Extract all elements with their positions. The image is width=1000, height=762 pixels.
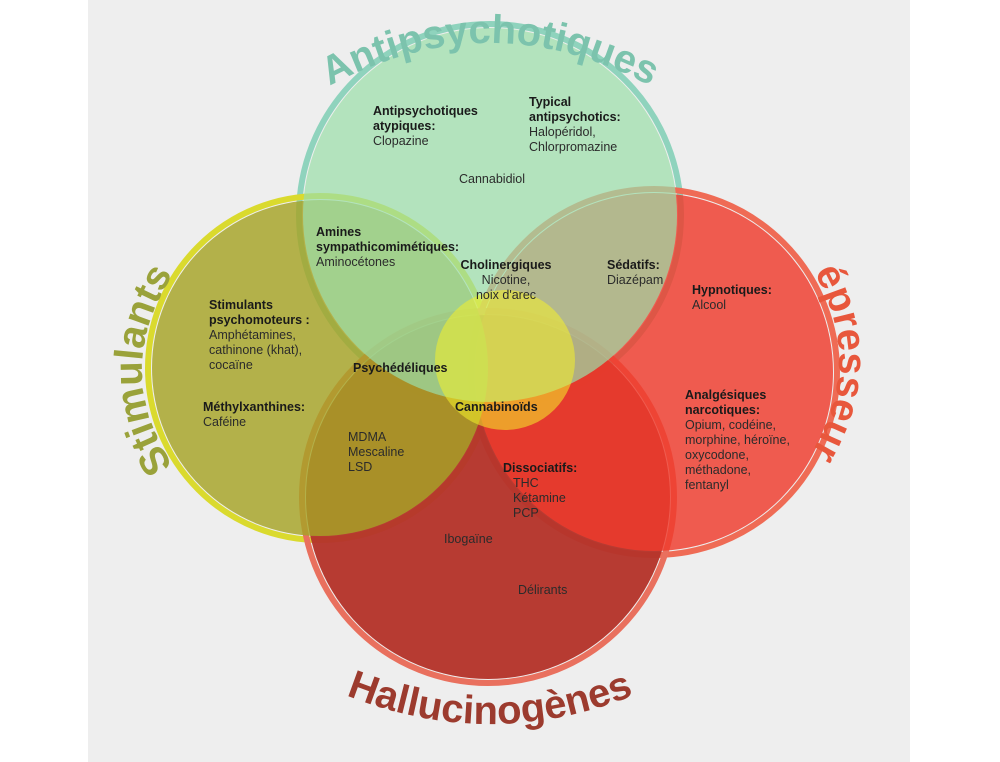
label-amines: Amines sympathicomimétiques: Aminocétone… <box>316 225 460 269</box>
label-sedatifs: Sédatifs: Diazépam <box>607 258 664 287</box>
label-psychedeliques: Psychédéliques <box>353 361 448 375</box>
label-cannabidiol: Cannabidiol <box>459 172 526 186</box>
antipsychotiques-top-tint <box>303 28 677 402</box>
center-highlight <box>435 290 575 430</box>
label-stimulants-psychomoteurs: Stimulants psychomoteurs : Amphétamines,… <box>209 298 310 372</box>
label-cannabinoids: Cannabinoïds <box>455 400 538 414</box>
label-methylxanthines: Méthylxanthines: Caféine <box>203 400 306 429</box>
label-cholinergiques: Cholinergiques Nicotine, noix d'arec <box>460 258 552 302</box>
label-dissociatifs: Dissociatifs: THC Kétamine PCP <box>503 461 578 520</box>
label-mdma-group: MDMA Mescaline LSD <box>348 430 405 474</box>
label-ibogaine: Ibogaïne <box>444 532 493 546</box>
label-antipsychotiques-atypiques: Antipsychotiques atypiques: Clopazine <box>373 104 478 148</box>
label-delirants: Délirants <box>518 583 568 597</box>
label-typical-antipsychotics: Typical antipsychotics: Halopéridol, Chl… <box>529 95 621 154</box>
label-analgesiques: Analgésiques narcotiques: Opium, codéine… <box>685 388 790 492</box>
antipsychotiques-circle <box>303 28 677 402</box>
label-hypnotiques: Hypnotiques: Alcool <box>692 283 772 312</box>
